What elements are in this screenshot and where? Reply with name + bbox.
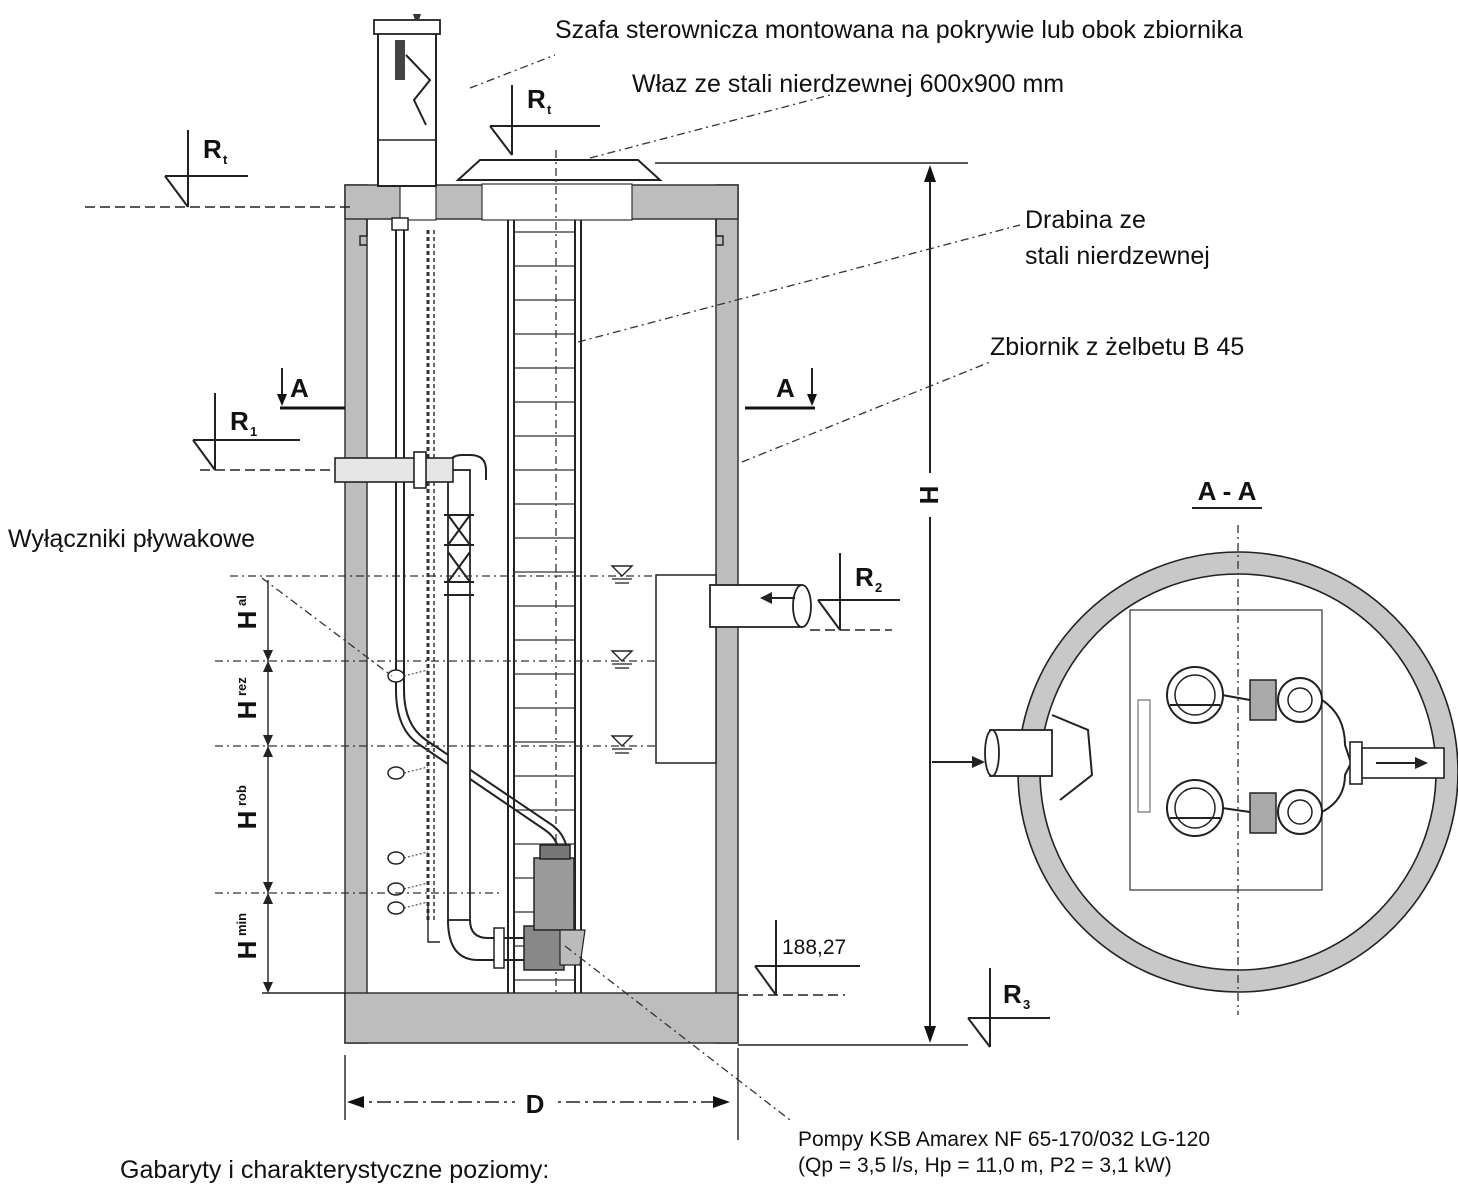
section-a-a-plan: A - A	[932, 476, 1458, 1015]
pump-icon	[523, 844, 586, 971]
float-switch-icon	[387, 766, 405, 780]
control-cabinet	[373, 14, 441, 187]
inlet-baffle	[655, 574, 717, 764]
svg-text:rez: rez	[234, 677, 249, 696]
marker-r2: R 2	[810, 553, 900, 631]
outlet-pipe	[334, 457, 454, 483]
svg-text:min: min	[234, 913, 249, 936]
tank-label: Zbiornik z żelbetu B 45	[990, 333, 1244, 361]
svg-text:1: 1	[250, 424, 257, 439]
svg-text:t: t	[547, 102, 552, 117]
pump-plan-2	[1166, 779, 1323, 837]
pump-plan-1	[1166, 666, 1323, 724]
water-level-icon	[610, 735, 634, 747]
float-switches-label: Wyłączniki pływakowe	[8, 525, 255, 553]
cabinet-label: Szafa sterownicza montowana na pokrywie …	[555, 16, 1243, 44]
svg-text:2: 2	[875, 580, 882, 595]
svg-text:rob: rob	[234, 785, 249, 806]
float-switches	[387, 669, 429, 915]
leader-lines	[261, 54, 1021, 1121]
marker-rt-top: R t	[489, 84, 600, 156]
h-rez-label: H	[232, 701, 262, 720]
water-level-icon	[610, 565, 634, 577]
right-notch	[715, 219, 724, 246]
svg-text:A: A	[776, 373, 795, 403]
water-level-markers	[610, 565, 634, 754]
diameter-dimension: D	[344, 1048, 739, 1140]
svg-text:188,27: 188,27	[782, 936, 846, 959]
ladder-label-2: stali nierdzewnej	[1025, 242, 1210, 270]
h-al-label: H	[232, 611, 262, 630]
svg-text:R: R	[1003, 979, 1022, 1009]
svg-text:A: A	[290, 373, 309, 403]
inlet-pipe	[709, 584, 803, 628]
float-cable	[395, 225, 561, 861]
hatch-opening	[481, 183, 633, 221]
pumps-label-2: (Qp = 3,5 l/s, Hp = 11,0 m, P2 = 3,1 kW)	[798, 1154, 1172, 1177]
svg-text:al: al	[234, 595, 249, 606]
marker-rt-left: R t	[85, 130, 355, 208]
marker-r3: R 3	[967, 968, 1050, 1048]
marker-elevation: 188,27	[738, 920, 860, 996]
float-switch-icon	[387, 851, 405, 865]
svg-text:R: R	[527, 84, 546, 114]
left-notch	[359, 219, 368, 246]
h-rob-label: H	[232, 811, 262, 830]
svg-text:R: R	[855, 562, 874, 592]
svg-text:R: R	[203, 134, 222, 164]
marker-r1: R 1	[192, 393, 335, 471]
section-arrow-left: A	[277, 368, 345, 410]
svg-text:3: 3	[1023, 997, 1030, 1012]
ladder-label-1: Drabina ze	[1025, 206, 1146, 234]
h-min-label: H	[232, 941, 262, 960]
float-switch-icon	[387, 901, 405, 915]
section-arrow-right: A	[745, 368, 817, 410]
tank-bottom-slab	[344, 992, 739, 1044]
svg-text:R: R	[230, 406, 249, 436]
section-title: A - A	[1198, 476, 1257, 506]
diameter-label: D	[526, 1089, 545, 1119]
hatch-label: Właz ze stali nierdzewnej 600x900 mm	[632, 70, 1064, 98]
cabinet-opening	[399, 183, 437, 221]
height-dimension: H	[655, 162, 968, 1046]
pumps-label-1: Pompy KSB Amarex NF 65-170/032 LG-120	[798, 1128, 1210, 1151]
tank-section	[334, 14, 812, 1044]
lightning-icon	[405, 54, 432, 126]
valves	[444, 514, 474, 596]
discharge-pipe	[447, 469, 471, 921]
level-dimensions: H al H rez H rob H min	[215, 575, 655, 994]
footer-label: Gabaryty i charakterystyczne poziomy:	[120, 1156, 549, 1184]
svg-text:t: t	[223, 152, 228, 167]
hatch-cover	[455, 159, 663, 181]
water-level-icon	[610, 650, 634, 662]
height-label: H	[914, 486, 944, 505]
tank-left-wall	[344, 184, 368, 1044]
float-switch-icon	[387, 669, 405, 683]
